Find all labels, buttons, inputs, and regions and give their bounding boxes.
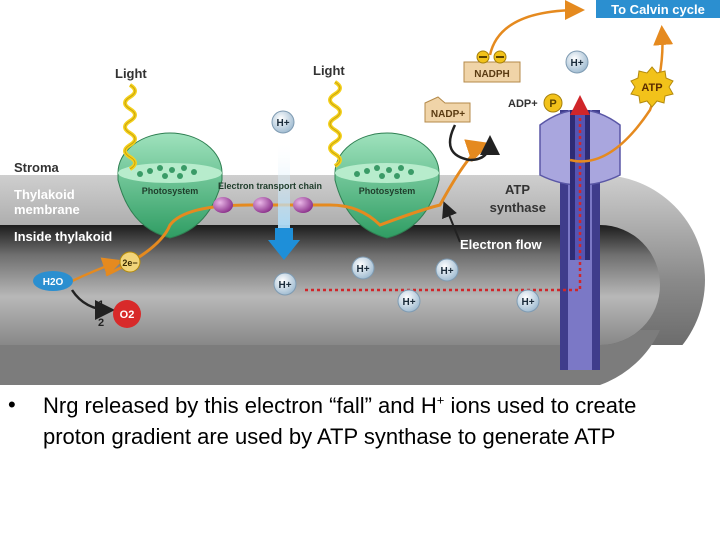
light-label-right: Light <box>313 63 345 78</box>
thylakoid-diagram: To Calvin cycle Light Light Stroma Thyla… <box>0 0 720 385</box>
light-label-left: Light <box>115 66 147 81</box>
oxygen-arrow <box>70 289 115 320</box>
nadph-to-calvin-arrow <box>488 0 585 56</box>
h-ion-lumen-3: H+ <box>435 258 459 282</box>
bullet-text-after: ions used to create proton gradient are … <box>43 393 637 449</box>
nadp-plus-tag: NADP+ <box>424 96 471 123</box>
nadp-reduction-arrow <box>448 124 500 162</box>
calvin-cycle-label: To Calvin cycle <box>611 2 705 17</box>
svg-text:H+: H+ <box>402 297 415 308</box>
bullet-symbol: • <box>8 392 16 417</box>
half-denominator: 2 <box>98 317 104 329</box>
phosphate-circle <box>543 93 563 113</box>
svg-text:H+: H+ <box>278 280 291 291</box>
o2-label: O2 <box>120 309 135 321</box>
thylakoid-membrane-label-1: Thylakoid <box>14 187 75 202</box>
o2-tag: O2 <box>113 300 141 328</box>
phosphate-label: P <box>549 98 556 110</box>
electron-flow-pointer <box>442 201 461 243</box>
svg-text:H+: H+ <box>521 297 534 308</box>
nadph-label: NADPH <box>474 69 510 80</box>
two-electrons: 2e− <box>119 251 141 273</box>
proton-gradient-beam <box>278 140 290 230</box>
nadp-plus-label: NADP+ <box>431 109 465 120</box>
electron-path <box>105 139 491 277</box>
h-ion-lumen-5: H+ <box>516 289 540 313</box>
atp-to-calvin-arrow <box>569 25 674 163</box>
nadph-tag: NADPH <box>463 50 521 83</box>
bullet-superscript: + <box>436 392 445 408</box>
h-ion-lumen-1: H+ <box>273 272 297 296</box>
bullet-text-before: Nrg released by this electron “fall” and… <box>43 393 437 418</box>
h-ion-stroma-top: H+ <box>565 50 589 74</box>
proton-down-arrow <box>268 228 300 260</box>
atp-starburst: ATP <box>630 66 674 108</box>
atp-synthase-label-1: ATP <box>505 182 530 197</box>
h-ion-lumen-2: H+ <box>351 256 375 280</box>
thylakoid-lumen <box>0 225 660 345</box>
two-electrons-label: 2e− <box>122 258 137 268</box>
stroma-label: Stroma <box>14 160 60 175</box>
atp-synthase-label-2: synthase <box>490 200 546 215</box>
calvin-cycle-box <box>596 0 720 18</box>
water-arrow <box>69 257 123 284</box>
electron-flow-label: Electron flow <box>460 237 543 252</box>
atp-label: ATP <box>641 82 662 94</box>
adp-label: ADP+ <box>508 98 538 110</box>
photosystem-right-label: Photosystem <box>359 186 416 196</box>
svg-text:H+: H+ <box>276 118 289 129</box>
h2o-tag: H2O <box>33 271 73 291</box>
inside-thylakoid-label: Inside thylakoid <box>14 229 112 244</box>
h2o-label: H2O <box>43 277 64 288</box>
etc-label: Electron transport chain <box>218 181 322 191</box>
etc-carriers <box>213 197 313 213</box>
h-ion-stroma-mid: H+ <box>271 110 295 134</box>
svg-text:H+: H+ <box>356 264 369 275</box>
photosystem-left-label: Photosystem <box>142 186 199 196</box>
thylakoid-membrane-label-2: membrane <box>14 202 80 217</box>
h-ion-lumen-4: H+ <box>397 289 421 313</box>
proton-path <box>305 95 590 292</box>
svg-text:H+: H+ <box>440 266 453 277</box>
half-numerator: 1 <box>98 299 104 311</box>
svg-text:H+: H+ <box>570 58 583 69</box>
bullet-text: Nrg released by this electron “fall” and… <box>43 390 703 452</box>
